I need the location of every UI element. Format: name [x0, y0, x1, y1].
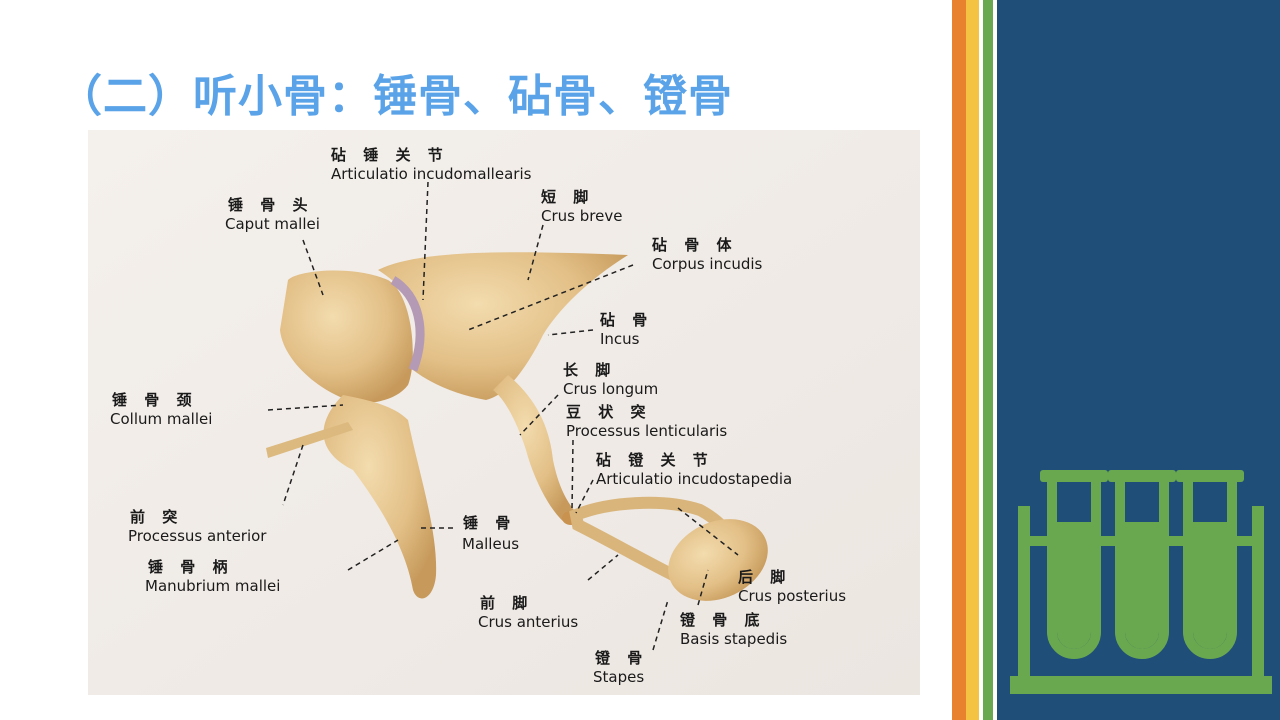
label-art-incudostap-la: Articulatio incudostapedia: [596, 470, 792, 488]
label-caput-mallei-cn: 锤 骨 头: [228, 196, 313, 214]
incudomalleolar-joint-shape: [390, 276, 425, 372]
label-crus-longum-cn: 长 脚: [563, 361, 616, 379]
stapes-footplate-shape: [668, 519, 768, 601]
incus-body-shape: [378, 252, 628, 400]
label-proc-ant-cn: 前 突: [130, 508, 183, 526]
white-stripe-2: [993, 0, 997, 720]
incus-long-crus-shape: [493, 375, 574, 522]
white-stripe: [979, 0, 983, 720]
label-corpus-incudis-cn: 砧 骨 体: [652, 236, 737, 254]
label-stapes-la: Stapes: [593, 668, 644, 686]
slide-title: （二）听小骨：锤骨、砧骨、镫骨: [58, 71, 733, 122]
label-crus-post-cn: 后 脚: [738, 568, 791, 586]
label-crus-post-la: Crus posterius: [738, 587, 846, 605]
ossicles-anatomy-figure: 砧 锤 关 节 Articulatio incudomallearis 短 脚 …: [88, 130, 920, 695]
figure-labels: 砧 锤 关 节 Articulatio incudomallearis 短 脚 …: [110, 146, 846, 686]
ossicles-illustration: 砧 锤 关 节 Articulatio incudomallearis 短 脚 …: [88, 130, 920, 695]
malleus-anterior-process-shape: [266, 422, 353, 458]
label-incus-cn: 砧 骨: [600, 311, 653, 329]
malleus-manubrium-shape: [323, 395, 437, 599]
label-crus-ant-la: Crus anterius: [478, 613, 578, 631]
label-art-incudostap-cn: 砧 镫 关 节: [596, 451, 714, 469]
label-stapes-cn: 镫 骨: [595, 649, 648, 667]
label-crus-breve-la: Crus breve: [541, 207, 622, 225]
label-crus-longum-la: Crus longum: [563, 380, 658, 398]
orange-stripe: [952, 0, 966, 720]
label-manubrium-la: Manubrium mallei: [145, 577, 280, 595]
leader-lines: [267, 181, 739, 651]
label-collum-cn: 锤 骨 颈: [112, 391, 197, 409]
label-corpus-incudis-la: Corpus incudis: [652, 255, 763, 273]
label-art-incudomall-cn: 砧 锤 关 节: [331, 146, 449, 164]
label-basis-la: Basis stapedis: [680, 630, 787, 648]
label-proc-lent-cn: 豆 状 突: [566, 403, 651, 421]
label-malleus-cn: 锤 骨: [463, 514, 516, 532]
green-stripe: [983, 0, 993, 720]
yellow-stripe: [966, 0, 979, 720]
label-crus-ant-cn: 前 脚: [480, 594, 533, 612]
label-art-incudomall-la: Articulatio incudomallearis: [331, 165, 532, 183]
malleus-head-shape: [280, 270, 413, 403]
label-proc-ant-la: Processus anterior: [128, 527, 267, 545]
label-malleus-la: Malleus: [462, 535, 519, 553]
label-basis-cn: 镫 骨 底: [680, 611, 765, 629]
test-tubes-rack-icon: [1010, 462, 1272, 702]
label-collum-la: Collum mallei: [110, 410, 212, 428]
label-manubrium-cn: 锤 骨 柄: [148, 558, 233, 576]
label-proc-lent-la: Processus lenticularis: [566, 422, 727, 440]
label-crus-breve-cn: 短 脚: [541, 188, 594, 206]
figure-background: [88, 130, 920, 695]
label-incus-la: Incus: [600, 330, 640, 348]
label-caput-mallei-la: Caput mallei: [225, 215, 320, 233]
